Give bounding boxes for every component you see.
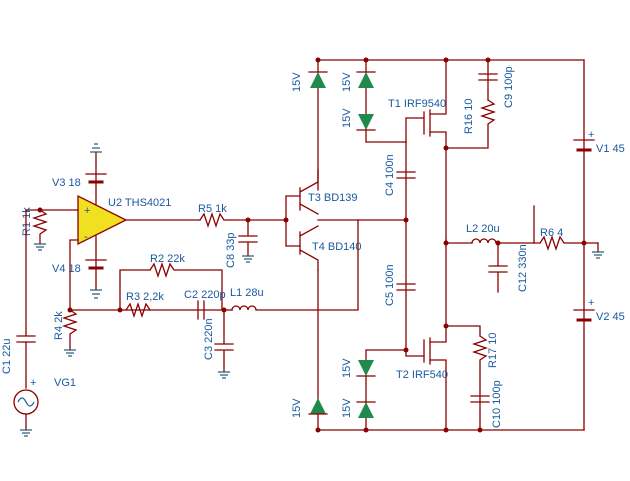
svg-text:+: + (588, 297, 594, 309)
svg-text:V1 45: V1 45 (596, 143, 625, 155)
svg-text:VG1: VG1 (54, 377, 76, 389)
svg-text:T4 BD140: T4 BD140 (312, 241, 362, 253)
resistor-r4: R4 2k (53, 309, 79, 357)
svg-text:15V: 15V (341, 108, 353, 128)
svg-text:C12 330n: C12 330n (517, 244, 529, 292)
svg-text:C2 220p: C2 220p (184, 289, 226, 301)
svg-text:C9 100p: C9 100p (503, 66, 515, 108)
svg-text:+: + (30, 377, 36, 389)
inductor-l1: L1 28u (223, 219, 359, 311)
svg-text:15V: 15V (341, 358, 353, 378)
svg-text:C1 22u: C1 22u (1, 339, 13, 374)
transistor-t4: T4 BD140 (299, 225, 362, 271)
zener-top-mid-lower: 15V (341, 108, 376, 131)
battery-v2: + V2 45 (573, 297, 625, 323)
svg-text:R1 1k: R1 1k (21, 207, 33, 236)
svg-text:R3 2,2k: R3 2,2k (126, 291, 164, 303)
capacitor-c9: C9 100p (478, 66, 515, 108)
signal-source-vg1: + VG1 (13, 377, 76, 437)
inductor-l2: L2 20u (445, 223, 541, 244)
capacitor-c10: C10 100p (470, 380, 503, 428)
svg-text:C5 100n: C5 100n (384, 264, 396, 306)
svg-text:+: + (84, 205, 90, 217)
opamp-u2: + - U2 THS4021 (77, 194, 171, 246)
mosfet-t1: T1 IRF9540 (388, 59, 447, 241)
zener-top-left: 15V (291, 59, 328, 191)
resistor-r1: R1 1k (21, 207, 49, 251)
svg-text:R5 1k: R5 1k (198, 203, 227, 215)
svg-text:T1 IRF9540: T1 IRF9540 (388, 98, 446, 110)
capacitor-c3: C3 220n (203, 309, 234, 379)
svg-text:C8 33p: C8 33p (225, 233, 237, 268)
battery-v1: + V1 45 (573, 129, 625, 155)
v4-ground (90, 289, 102, 299)
svg-text:-: - (84, 231, 88, 243)
svg-text:V2 45: V2 45 (596, 311, 625, 323)
svg-text:V4 18: V4 18 (52, 263, 81, 275)
svg-text:15V: 15V (341, 398, 353, 418)
svg-text:R6 4: R6 4 (540, 227, 563, 239)
resistor-r3: R3 2,2k (125, 291, 164, 319)
battery-v3: V3 18 (52, 173, 107, 189)
capacitor-c2: C2 220p (184, 289, 226, 320)
svg-text:R2 22k: R2 22k (150, 253, 185, 265)
svg-text:C10 100p: C10 100p (491, 380, 503, 428)
svg-text:R17 10: R17 10 (487, 333, 499, 368)
svg-text:L1 28u: L1 28u (230, 287, 264, 299)
resistor-r16: R16 10 (445, 59, 497, 149)
battery-v4: V4 18 (52, 259, 107, 275)
resistor-r2: R2 22k (119, 253, 223, 311)
svg-text:L2 20u: L2 20u (466, 223, 500, 235)
capacitor-c5: C5 100n (384, 264, 416, 306)
transistor-t3: T3 BD139 (299, 169, 358, 215)
resistor-r5: R5 1k (198, 203, 287, 229)
svg-text:C4 100n: C4 100n (384, 154, 396, 196)
svg-text:U2 THS4021: U2 THS4021 (108, 197, 171, 209)
capacitor-c4: C4 100n (384, 154, 416, 196)
capacitor-c8: C8 33p (225, 219, 258, 268)
resistor-r6: R6 4 (533, 205, 599, 252)
svg-text:T3 BD139: T3 BD139 (308, 192, 358, 204)
svg-text:C3 220n: C3 220n (203, 318, 215, 360)
svg-text:R16 10: R16 10 (463, 99, 475, 134)
svg-text:V3 18: V3 18 (52, 177, 81, 189)
capacitor-c12: C12 330n (488, 242, 529, 293)
svg-text:T2 IRF540: T2 IRF540 (396, 369, 448, 381)
svg-text:R4 2k: R4 2k (53, 311, 65, 340)
svg-text:15V: 15V (341, 72, 353, 92)
zener-bottom-mid-lower: 15V (341, 398, 376, 418)
mosfet-t2: T2 IRF540 (396, 239, 448, 431)
resistor-r17: R17 10 (445, 325, 499, 431)
svg-text:15V: 15V (291, 72, 303, 92)
junction-dots (37, 57, 587, 433)
capacitor-c1: C1 22u (1, 209, 36, 389)
svg-text:+: + (588, 129, 594, 141)
svg-text:15V: 15V (291, 398, 303, 418)
v3-ground (90, 143, 102, 153)
zener-bottom-left: 15V (291, 269, 328, 431)
load-ground (592, 242, 604, 259)
zener-top-mid-upper: 15V (341, 59, 407, 143)
